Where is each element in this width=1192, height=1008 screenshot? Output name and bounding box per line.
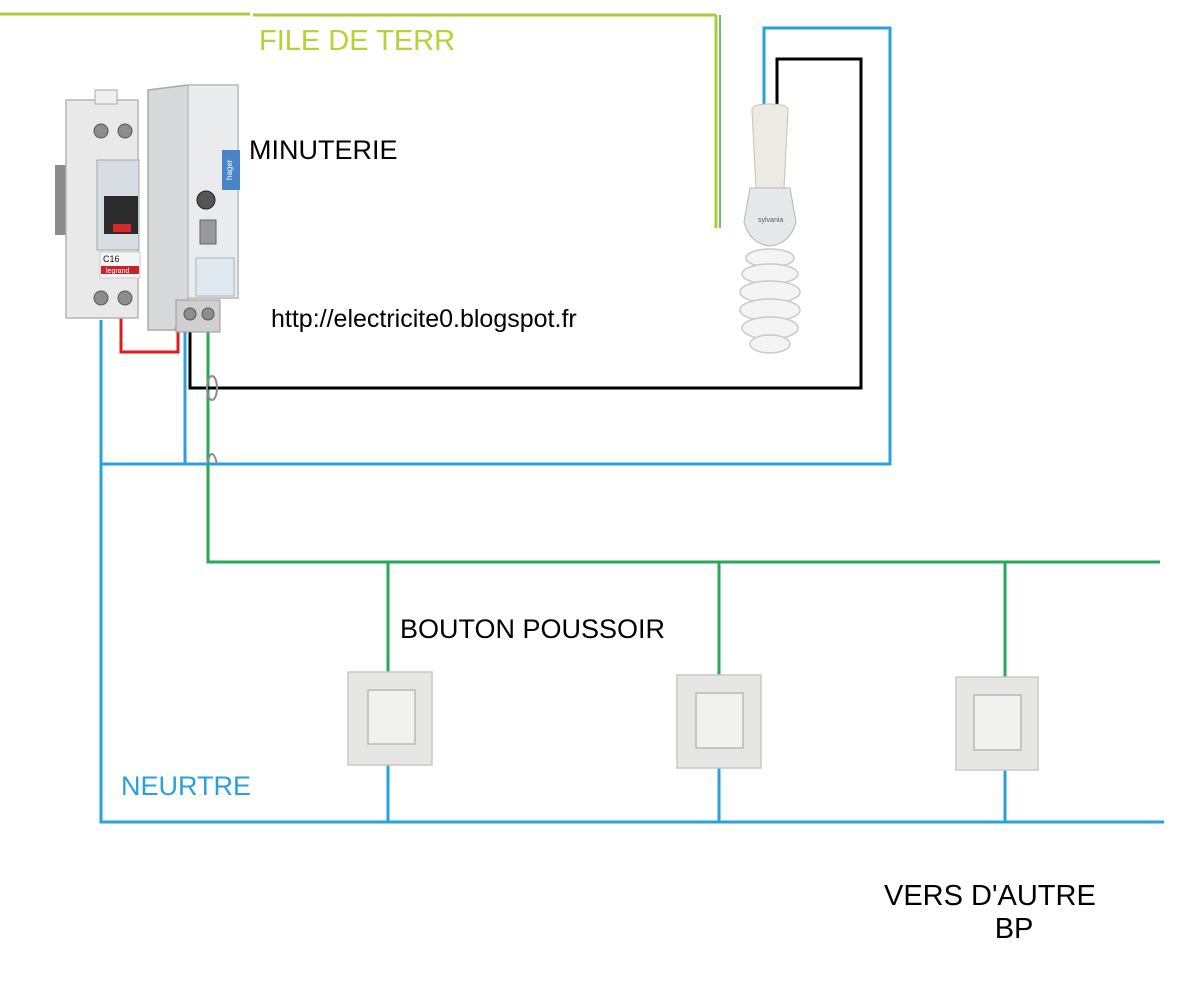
- bulb-brand-text: sylvania: [758, 217, 783, 224]
- earth-label: FILE DE TERR: [259, 25, 456, 57]
- push-button-icon: [676, 674, 762, 769]
- push-button-icon: [347, 671, 433, 766]
- push-button-wire: [206, 330, 1160, 677]
- lamp-wire: [188, 57, 863, 390]
- push-button-icon: [955, 676, 1039, 771]
- circuit-breaker-icon: C16 legrand: [55, 89, 141, 319]
- breaker-rating-text: C16: [103, 254, 120, 264]
- other-buttons-label: VERS D'AUTRE BP: [884, 880, 1096, 946]
- wire-crossing-marks: [206, 375, 218, 465]
- source-url: http://electricite0.blogspot.fr: [271, 305, 577, 333]
- earth-wire: [0, 12, 721, 228]
- timer-label: MINUTERIE: [249, 135, 398, 165]
- breaker-brand-text: legrand: [106, 268, 129, 275]
- cfl-bulb-icon: sylvania: [739, 103, 801, 354]
- timer-brand-text: hager: [225, 159, 234, 180]
- timer-relay-icon: hager: [147, 84, 240, 333]
- neutral-wire: [99, 26, 1164, 824]
- push-button-label: BOUTON POUSSOIR: [400, 614, 666, 644]
- neutral-label: NEURTRE: [121, 771, 252, 801]
- phase-link-wire: [119, 318, 180, 354]
